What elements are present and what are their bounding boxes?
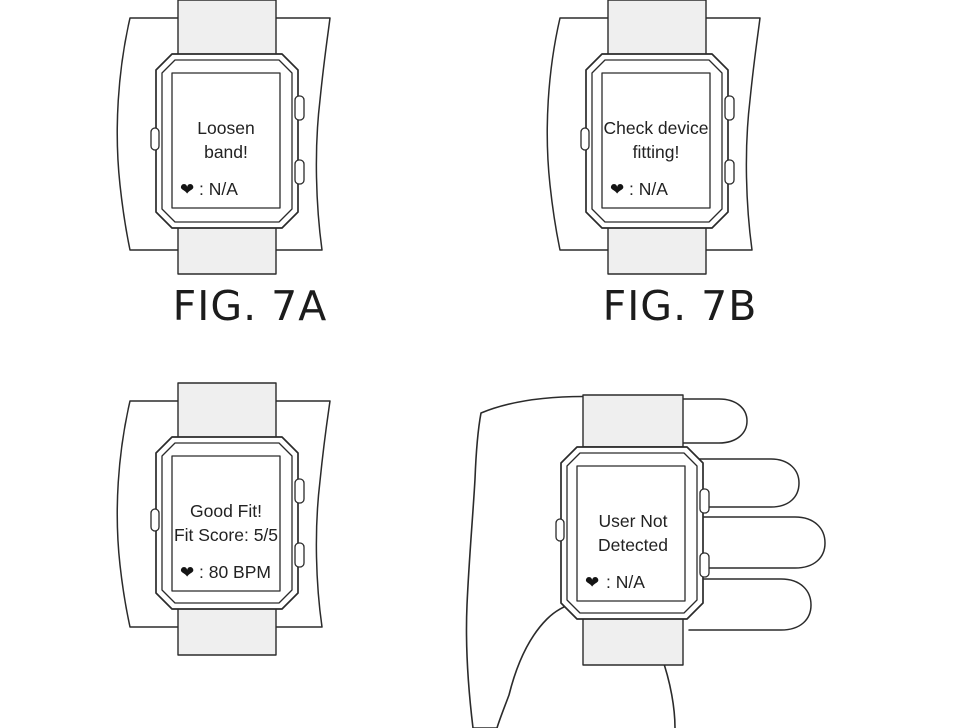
screen-message-line2: band! [204, 142, 248, 162]
watch-button-left [150, 127, 160, 151]
watch-screen [171, 455, 281, 592]
watch-button-left [555, 518, 565, 542]
heart-rate-readout: : 80 BPM [199, 562, 271, 582]
figure-7b-drawing: Check device fitting! ❤ : N/A [546, 0, 761, 275]
figure-7d-drawing: User Not Detected ❤ : N/A [465, 394, 826, 728]
figure-7c: Good Fit! Fit Score: 5/5 ❤ : 80 BPM [100, 375, 400, 728]
watch-button-right-top [294, 95, 305, 121]
watch-button-left [580, 127, 590, 151]
screen-fit-score-line: Fit Score: 5/5 [174, 525, 278, 545]
figure-7d: User Not Detected ❤ : N/A [455, 375, 885, 728]
watch-button-right-top [724, 95, 735, 121]
watch-button-right-top [699, 488, 710, 514]
heart-rate-readout: : N/A [199, 179, 238, 199]
watch-band-top [607, 0, 707, 56]
heart-icon: ❤ [180, 563, 194, 583]
watch-band-bottom [607, 221, 707, 275]
watch-screen [576, 465, 686, 602]
heart-rate-readout: : N/A [629, 179, 668, 199]
heart-icon: ❤ [180, 180, 194, 200]
screen-message-line1: User Not [598, 511, 667, 531]
watch-button-right-bottom [294, 159, 305, 185]
watch-button-right-bottom [724, 159, 735, 185]
watch-button-left [150, 508, 160, 532]
figure-7c-drawing: Good Fit! Fit Score: 5/5 ❤ : 80 BPM [116, 382, 331, 656]
watch-band-bottom [177, 221, 277, 275]
heart-rate-readout: : N/A [606, 572, 645, 592]
watch-band-bottom [177, 602, 277, 656]
screen-message-line1: Check device [603, 118, 708, 138]
watch-button-right-bottom [294, 542, 305, 568]
heart-icon: ❤ [610, 180, 624, 200]
watch-screen [601, 72, 711, 209]
watch-button-right-bottom [699, 552, 710, 578]
figure-caption-7b: FIG. 7B [602, 282, 758, 330]
finger-4 [688, 578, 812, 631]
finger-3 [690, 516, 826, 569]
figure-7a: Loosen band! ❤ : N/A FIG. 7A [100, 0, 400, 360]
watch-band-top [177, 382, 277, 439]
watch-screen [171, 72, 281, 209]
watch-band-bottom [582, 614, 684, 666]
screen-message-line1: Loosen [197, 118, 254, 138]
watch-button-right-top [294, 478, 305, 504]
figure-7a-drawing: Loosen band! ❤ : N/A [116, 0, 331, 275]
screen-message-line2: Detected [598, 535, 668, 555]
figure-7b: Check device fitting! ❤ : N/A FIG. 7B [530, 0, 830, 360]
screen-message-line2: fitting! [633, 142, 680, 162]
finger-2 [686, 458, 800, 508]
screen-message-line1: Good Fit! [190, 501, 262, 521]
heart-icon: ❤ [585, 573, 599, 593]
figure-caption-7a: FIG. 7A [172, 282, 328, 330]
watch-band-top [177, 0, 277, 56]
watch-band-top [582, 394, 684, 448]
